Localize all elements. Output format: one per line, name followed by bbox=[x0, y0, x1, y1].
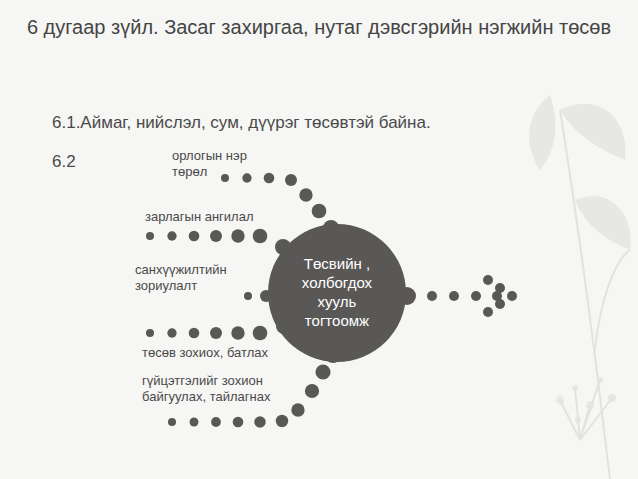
dot bbox=[483, 275, 493, 285]
dot bbox=[233, 417, 244, 428]
dot bbox=[264, 173, 275, 184]
slide-title: 6 дугаар зүйл. Засаг захиргаа, нутаг дэв… bbox=[19, 14, 619, 40]
dot bbox=[167, 231, 176, 240]
dot bbox=[221, 174, 229, 182]
dot bbox=[146, 232, 154, 240]
dot bbox=[189, 328, 200, 339]
branch-label: зарлагын ангилал bbox=[145, 209, 295, 225]
dot bbox=[315, 364, 330, 379]
dot bbox=[507, 291, 517, 301]
dot bbox=[253, 326, 268, 341]
dot bbox=[495, 299, 505, 309]
dot bbox=[211, 417, 221, 427]
dot bbox=[210, 327, 222, 339]
dot bbox=[471, 291, 481, 301]
dot bbox=[242, 173, 251, 182]
dot bbox=[285, 174, 297, 186]
topic-circle: Төсвийн , холбогдох хууль тогтоомж bbox=[268, 224, 407, 363]
branch-label: орлогын нэр төрөл bbox=[172, 148, 262, 181]
dot bbox=[495, 283, 505, 293]
dot bbox=[299, 188, 312, 201]
branch-label: санхүүжилтийн зориулалт bbox=[135, 262, 245, 295]
dot bbox=[189, 231, 200, 242]
dot bbox=[253, 229, 268, 244]
dot bbox=[231, 229, 244, 242]
dot bbox=[312, 204, 327, 219]
dot bbox=[146, 329, 154, 337]
dot bbox=[305, 384, 319, 398]
dot bbox=[168, 418, 176, 426]
dot bbox=[244, 292, 252, 300]
branch-label: төсөв зохиох, батлах bbox=[142, 345, 302, 361]
dot bbox=[167, 328, 176, 337]
dot bbox=[190, 418, 199, 427]
dot bbox=[449, 291, 459, 301]
branch-label: гүйцэтгэлийг зохион байгуулах, тайлагнах bbox=[142, 373, 302, 406]
dot bbox=[210, 230, 222, 242]
clause-number: 6.2 bbox=[52, 151, 112, 172]
dot bbox=[254, 416, 266, 428]
dot bbox=[276, 415, 288, 427]
dot bbox=[483, 307, 493, 317]
dot bbox=[427, 291, 437, 301]
node-text: Төсвийн , холбогдох хууль тогтоомж bbox=[291, 255, 383, 330]
dot bbox=[291, 403, 304, 416]
clause-text: 6.1.Аймаг, нийслэл, сум, дүүрэг төсөвтэй… bbox=[52, 112, 612, 133]
dot bbox=[231, 326, 244, 339]
